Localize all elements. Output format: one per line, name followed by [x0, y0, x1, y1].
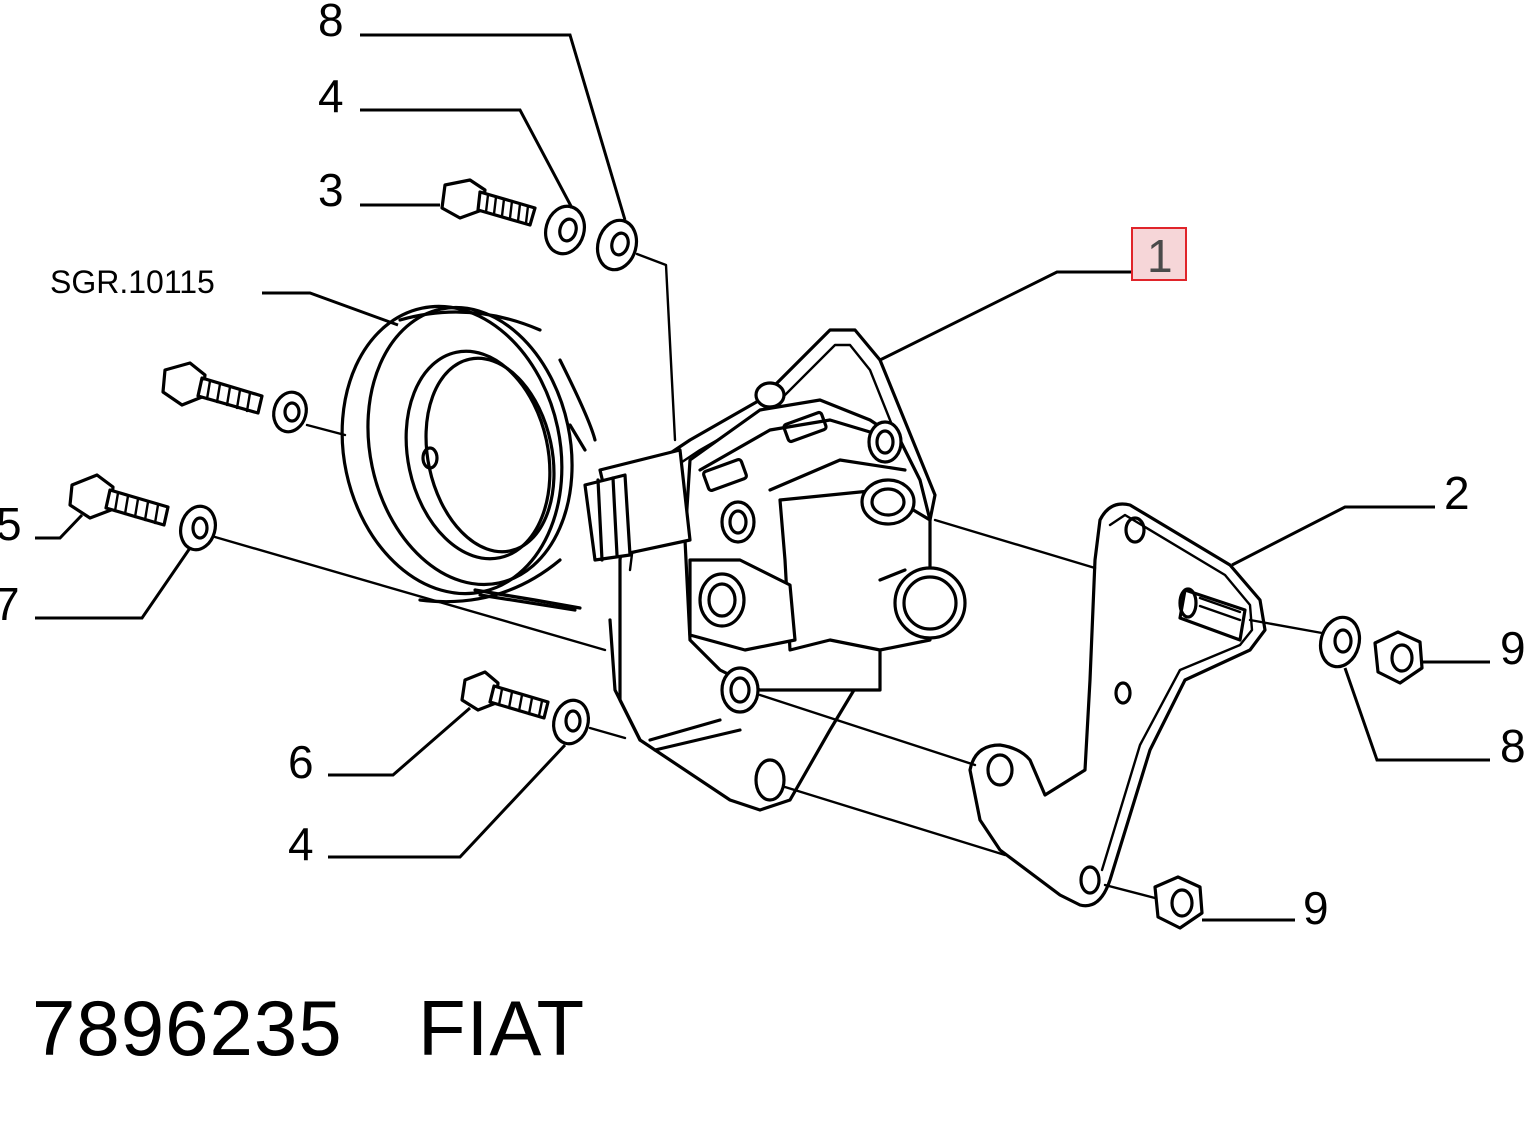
- washer-8-right-drawing: [1318, 615, 1362, 669]
- bolt-5-drawing: [68, 473, 170, 527]
- callout-9-bottom: 9: [1303, 882, 1329, 934]
- brand-name: FIAT: [418, 984, 585, 1072]
- washer-4-top-drawing: [544, 204, 586, 256]
- callout-7: 7: [0, 578, 20, 630]
- bolt-3-drawing: [440, 178, 537, 227]
- nut-9-right-drawing: [1373, 630, 1424, 685]
- bolt-6-drawing: [460, 670, 550, 720]
- callout-4-top: 4: [318, 70, 344, 122]
- nut-9-bottom-drawing: [1153, 875, 1204, 930]
- bracket-drawing: [968, 502, 1267, 908]
- callout-1: 1: [1147, 230, 1173, 282]
- reference-group-label: SGR.10115: [50, 264, 215, 300]
- assembly-axis-lines: [213, 252, 1324, 900]
- callout-8-top: 8: [318, 0, 344, 46]
- callout-9-right: 9: [1500, 622, 1526, 674]
- pulley-drawing: [340, 304, 597, 612]
- washer-8-top-drawing: [595, 218, 639, 272]
- washer-7-drawing: [179, 504, 217, 552]
- callout-2: 2: [1444, 467, 1470, 519]
- pulley-bolt-drawing: [161, 361, 308, 434]
- callout-1-highlight-box: [1131, 227, 1187, 281]
- part-number: 7896235: [32, 984, 343, 1072]
- callout-8-right: 8: [1500, 720, 1526, 772]
- pump-drawing: [583, 328, 967, 812]
- callout-4-bottom: 4: [288, 818, 314, 870]
- leader-lines: [35, 33, 1490, 922]
- washer-4-bottom-drawing: [552, 698, 590, 746]
- callout-5: 5: [0, 498, 22, 550]
- callout-3: 3: [318, 164, 344, 216]
- callout-6: 6: [288, 736, 314, 788]
